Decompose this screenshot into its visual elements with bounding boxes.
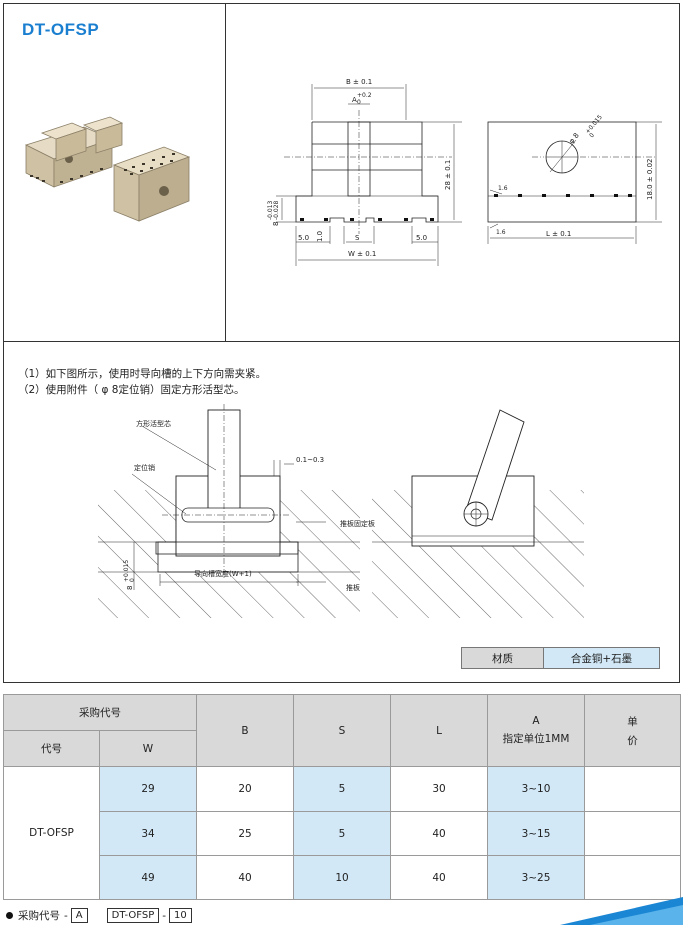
cell-code: DT-OFSP <box>3 766 100 900</box>
cell-a: 3~10 <box>487 766 585 812</box>
cell-b: 25 <box>196 811 294 856</box>
table-row: 34 25 5 40 3~15 <box>4 811 681 856</box>
cell-w: 29 <box>99 766 197 812</box>
th-a-label: A <box>532 715 540 727</box>
order-box-a: A <box>70 908 88 923</box>
material-value: 合金铜+石墨 <box>543 647 660 669</box>
dim-depth: 1.0 <box>316 231 324 242</box>
dim-c2: 1.6 <box>496 229 506 236</box>
dim-28: 28 ± 0.1 <box>444 160 452 190</box>
th-a-sub: 指定单位1MM <box>502 733 570 745</box>
product-title: DT-OFSP <box>22 20 100 39</box>
spec-table: 采购代号 B S L A 指定单位1MM 单 价 代号 W DT-OFSP 29… <box>3 694 681 900</box>
th-purchase-code: 采购代号 <box>3 694 197 731</box>
cell-l: 40 <box>390 855 488 900</box>
label-core: 方形活型芯 <box>136 419 171 428</box>
th-price: 单 价 <box>584 694 681 767</box>
label-h8-tol-bot: 0 <box>129 578 136 582</box>
cell-price <box>584 811 681 856</box>
horizontal-divider <box>3 341 680 342</box>
label-h8: 8 <box>126 586 134 590</box>
dim-8-tol-bot: -0.028 <box>273 200 280 220</box>
installation-drawing: 方形活型芯 定位销 0.1~0.3 推板固定板 导向槽宽度(W+1) 推板 8 … <box>98 404 584 618</box>
cell-s: 5 <box>293 766 391 812</box>
cell-w: 34 <box>99 811 197 856</box>
th-code: 代号 <box>3 730 100 767</box>
top-section-frame <box>3 3 680 683</box>
cell-l: 30 <box>390 766 488 812</box>
dim-right-5: 5.0 <box>416 234 427 242</box>
dim-b: B ± 0.1 <box>346 78 372 86</box>
th-s: S <box>293 694 391 767</box>
cell-price <box>584 855 681 900</box>
note-1: （1）如下图所示，使用时导向槽的上下方向需夹紧。 <box>18 368 267 380</box>
table-row: 49 40 10 40 3~25 <box>4 855 681 900</box>
th-price-2: 价 <box>627 734 638 747</box>
dim-a-tol-bot: 0 <box>357 99 361 106</box>
th-w: W <box>99 730 197 767</box>
order-label: 采购代号 <box>18 910 60 922</box>
cell-w: 49 <box>99 855 197 900</box>
cell-b: 20 <box>196 766 294 812</box>
dim-a: A <box>352 96 357 104</box>
dim-s: S <box>355 234 360 242</box>
dim-w: W ± 0.1 <box>348 250 376 258</box>
dim-hole-tol-top: +0.015 <box>584 114 604 136</box>
order-sep-1: - <box>64 909 68 922</box>
dim-a-tol-top: +0.2 <box>357 92 372 99</box>
cell-a: 3~15 <box>487 811 585 856</box>
order-code-line: 采购代号 - A DT-OFSP - 10 <box>6 908 195 923</box>
cell-s: 5 <box>293 811 391 856</box>
dim-hole-tol-bot: 0 <box>588 132 596 140</box>
dim-left-5: 5.0 <box>298 234 309 242</box>
dim-l: L ± 0.1 <box>546 230 571 238</box>
cell-b: 40 <box>196 855 294 900</box>
corner-decoration <box>560 897 683 925</box>
label-pin: 定位销 <box>134 463 155 472</box>
bullet-icon <box>6 912 13 919</box>
th-b: B <box>196 694 294 767</box>
label-gap: 0.1~0.3 <box>296 456 324 464</box>
material-label: 材质 <box>461 647 544 669</box>
label-h8-tol-top: +0.015 <box>123 560 130 582</box>
dim-8: 8 <box>272 222 280 226</box>
table-row: DT-OFSP 29 20 5 30 3~10 <box>3 766 681 900</box>
order-example-a: 10 <box>169 908 192 923</box>
cell-s: 10 <box>293 855 391 900</box>
dim-c1: 1.6 <box>498 185 508 192</box>
dim-8-tol-top: -0.013 <box>267 200 274 220</box>
cell-a: 3~25 <box>487 855 585 900</box>
label-retainer: 推板固定板 <box>340 519 375 528</box>
label-slot: 导向槽宽度(W+1) <box>194 569 252 578</box>
label-plate: 推板 <box>346 583 360 592</box>
dimension-drawing: B ± 0.1 A +0.2 0 28 ± 0.1 8 -0.013 -0.02… <box>267 78 662 266</box>
vertical-divider <box>225 3 226 341</box>
th-price-1: 单 <box>627 715 638 728</box>
dim-18: 18.0 ± 0.02 <box>646 159 654 201</box>
cell-price <box>584 766 681 812</box>
cell-l: 40 <box>390 811 488 856</box>
th-l: L <box>390 694 488 767</box>
order-sep-2: - <box>162 909 167 922</box>
product-photo <box>24 116 191 222</box>
th-a: A 指定单位1MM <box>487 694 585 767</box>
note-2: （2）使用附件（ φ 8定位销）固定方形活型芯。 <box>18 384 245 396</box>
order-example-code: DT-OFSP <box>106 908 160 923</box>
